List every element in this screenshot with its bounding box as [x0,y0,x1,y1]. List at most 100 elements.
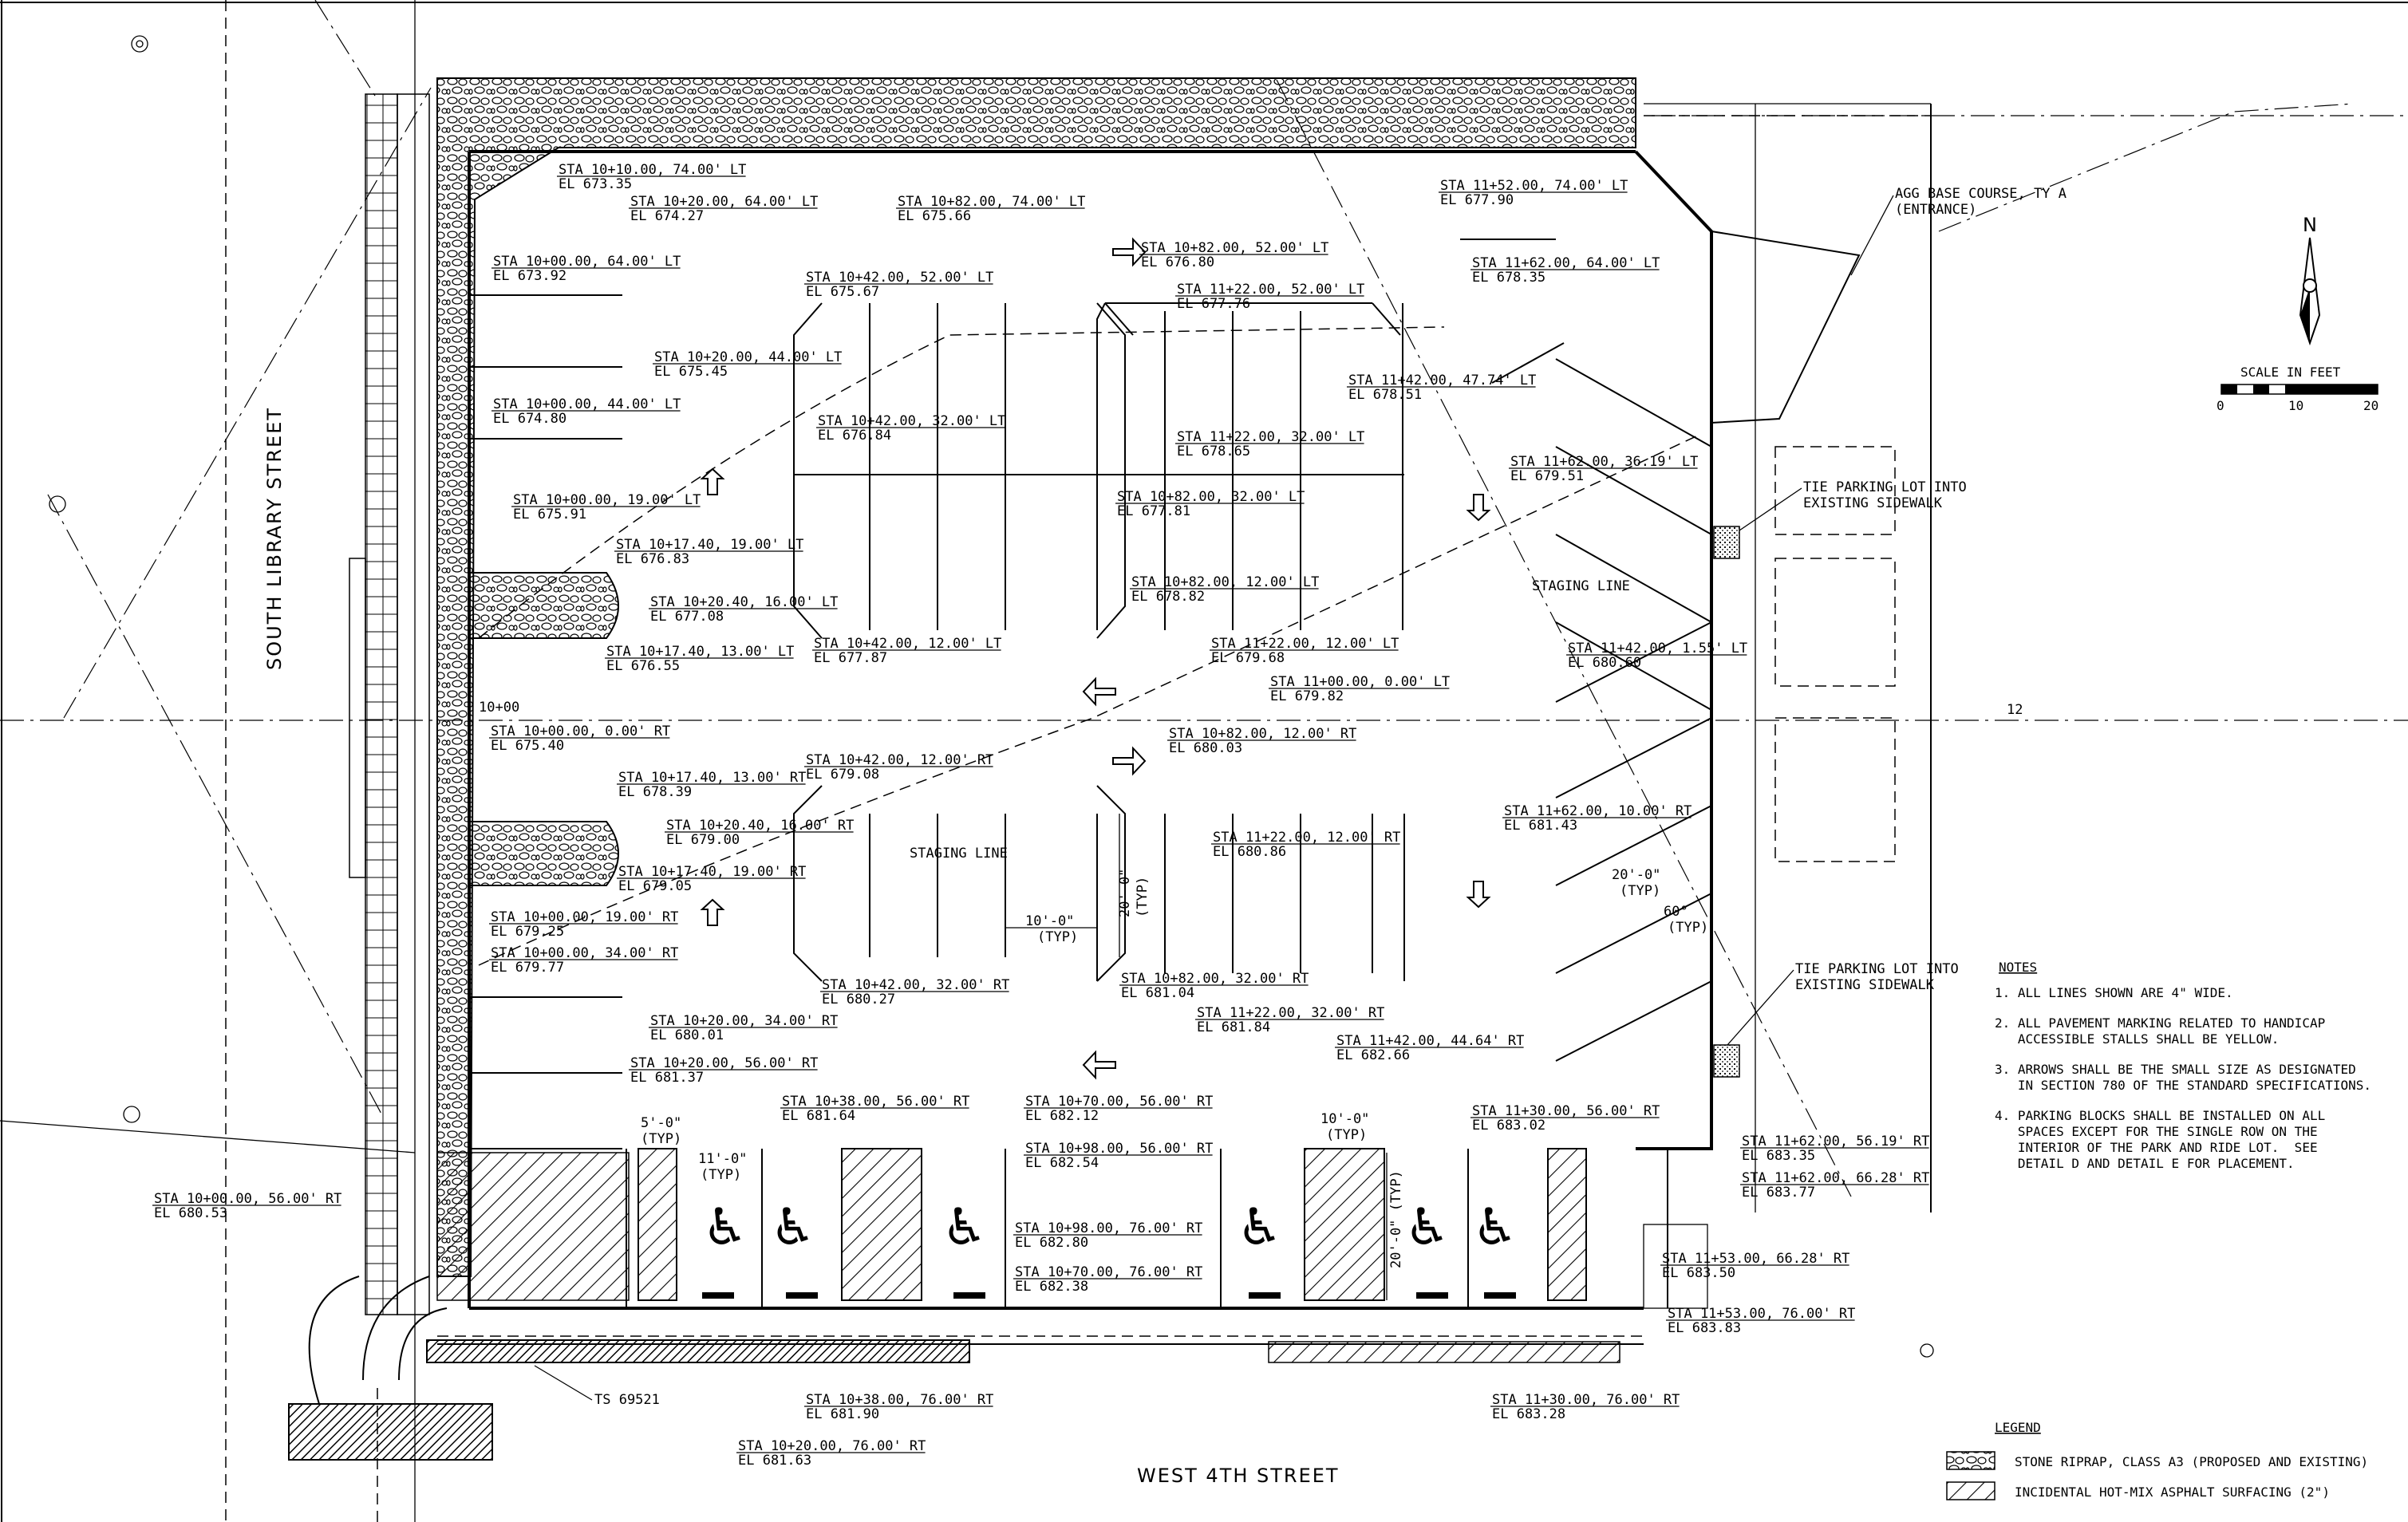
station-label: STA 11+62.00, 36.19' LT [1510,454,1698,470]
station-label: STA 11+22.00, 52.00' LT [1177,282,1364,298]
station-label: STA 10+42.00, 32.00' LT [818,413,1005,429]
handicap-icon-3: ♿ [941,1198,987,1257]
scale-title: SCALE IN FEET [2240,365,2341,380]
station-label: STA 11+62.00, 56.19' RT [1742,1134,1929,1149]
staging-line-label-2: STAGING LINE [910,846,1008,862]
station-label: STA 11+22.00, 32.00' LT [1177,429,1364,445]
station-label: STA 10+17.40, 13.00' LT [606,644,794,660]
parking-lot-boundary [0,150,2408,1345]
station-label: STA 11+22.00, 32.00' RT [1197,1005,1384,1021]
elevation-label: EL 676.84 [818,428,891,444]
arrow-left-icon [1082,676,1116,707]
elevation-label: EL 679.68 [1211,650,1285,666]
elevation-label: EL 681.63 [738,1453,811,1469]
elevation-label: EL 682.54 [1025,1155,1099,1171]
station-label: STA 10+82.00, 74.00' LT [898,194,1085,210]
elevation-label: EL 681.84 [1197,1019,1270,1035]
station-label: STA 11+42.00, 47.74' LT [1348,373,1536,388]
elevation-label: EL 680.03 [1169,740,1242,756]
station-label: STA 10+17.40, 19.00' LT [616,537,803,553]
elevation-label: EL 674.80 [493,411,566,427]
station-label: STA 11+62.00, 66.28' RT [1742,1170,1929,1186]
arrow-right-icon [1112,237,1147,267]
tie-top-line-1: TIE PARKING LOT INTO [1803,479,1967,495]
dim-10ft-b-typ: (TYP) [1326,1127,1367,1143]
elevation-label: EL 679.00 [666,832,740,848]
elevation-label: EL 680.01 [650,1027,724,1043]
handicap-icon-6: ♿ [1472,1198,1518,1257]
dim-11ft-typ: (TYP) [701,1167,741,1183]
elevation-label: EL 678.39 [618,784,692,800]
west-4th-street-label: WEST 4TH STREET [1137,1465,1340,1487]
agg-base-callout: AGG BASE COURSE, TY A (ENTRANCE) [1850,186,2067,276]
station-12: 12 [2007,702,2023,718]
handicap-icon-5: ♿ [1404,1198,1450,1257]
station-10-00: 10+00 [479,700,519,716]
station-label: STA 10+20.00, 34.00' RT [650,1013,838,1029]
arrow-down-icon [1466,881,1491,909]
station-label: STA 10+98.00, 56.00' RT [1025,1141,1213,1157]
scale-tick-20: 20 [2363,398,2378,413]
handicap-icon-1: ♿ [702,1198,748,1257]
elevation-label: EL 680.27 [822,992,895,1007]
elevation-label: EL 679.77 [491,960,564,976]
station-label: STA 10+00.00, 44.00' LT [493,396,681,412]
elevation-label: EL 677.90 [1440,192,1514,208]
staging-line [478,434,1700,966]
arrow-up-icon [700,467,725,495]
elevation-label: EL 675.66 [898,208,971,224]
north-label: N [2303,214,2319,236]
legend-asphalt-label: INCIDENTAL HOT-MIX ASPHALT SURFACING (2"… [2015,1485,2330,1500]
ts-label: TS 69521 [594,1392,660,1408]
agg-base-line-1: AGG BASE COURSE, TY A [1895,186,2067,202]
north-arrow: N [2299,214,2321,346]
dim-5ft: 5'-0" [641,1115,681,1131]
station-label: STA 11+00.00, 0.00' LT [1270,674,1450,690]
elevation-label: EL 679.05 [618,878,692,894]
station-label: STA 10+82.00, 52.00' LT [1141,240,1328,256]
elevation-label: EL 678.82 [1131,589,1205,605]
station-label: STA 10+42.00, 32.00' RT [822,977,1009,993]
station-label: STA 11+53.00, 76.00' RT [1668,1306,1855,1322]
legend-block: LEGEND STONE RIPRAP, CLASS A3 (PROPOSED … [1946,1420,2368,1500]
station-label: STA 11+22.00, 12.00' LT [1211,636,1399,652]
dim-10ft-a: 10'-0" [1025,913,1074,929]
elevation-label: EL 681.43 [1504,818,1577,834]
elevation-label: EL 682.66 [1336,1047,1410,1063]
elevation-label: EL 680.86 [1213,844,1286,860]
station-label: STA 10+17.40, 19.00' RT [618,864,806,880]
legend-riprap-label: STONE RIPRAP, CLASS A3 (PROPOSED AND EXI… [2015,1454,2368,1469]
legend-riprap-swatch [1946,1451,1995,1470]
elevation-label: EL 679.51 [1510,468,1584,484]
elevation-label: EL 681.90 [806,1406,879,1422]
station-label: STA 11+30.00, 76.00' RT [1492,1392,1680,1408]
note-line: 2. ALL PAVEMENT MARKING RELATED TO HANDI… [1995,1015,2325,1031]
station-label: STA 10+00.00, 0.00' RT [491,724,670,739]
elevation-label: EL 679.82 [1270,688,1344,704]
station-label: STA 10+38.00, 76.00' RT [806,1392,993,1408]
station-label: STA 11+42.00, 44.64' RT [1336,1033,1524,1049]
elevation-label: EL 682.38 [1015,1279,1088,1295]
notes-title: NOTES [1999,960,2037,975]
tie-bottom-line-1: TIE PARKING LOT INTO [1795,961,1959,977]
elevation-label: EL 683.50 [1662,1265,1735,1281]
dim-11ft: 11'-0" [698,1151,747,1167]
dim-60deg: 60° [1664,904,1688,920]
notes-block: NOTES 1. ALL LINES SHOWN ARE 4" WIDE.2. … [1995,960,2371,1171]
tie-sidewalk-callout-bottom: TIE PARKING LOT INTO EXISTING SIDEWALK [1727,961,1959,1046]
elevation-label: EL 683.02 [1472,1118,1545,1134]
dim-5ft-typ: (TYP) [641,1131,681,1147]
parking-stall-stripes [471,239,1712,1308]
handicap-icon-2: ♿ [770,1198,815,1257]
elevation-label: EL 678.35 [1472,270,1545,286]
west-sidewalk [308,93,448,1405]
stone-riprap [436,77,1636,1277]
legend-asphalt-swatch [1946,1481,1995,1500]
elevation-label: EL 680.53 [154,1205,227,1221]
station-label: STA 10+82.00, 32.00' LT [1117,489,1305,505]
note-line: IN SECTION 780 OF THE STANDARD SPECIFICA… [1995,1078,2371,1093]
elevation-label: EL 682.12 [1025,1108,1099,1124]
dashed-existing-line [478,326,1445,639]
